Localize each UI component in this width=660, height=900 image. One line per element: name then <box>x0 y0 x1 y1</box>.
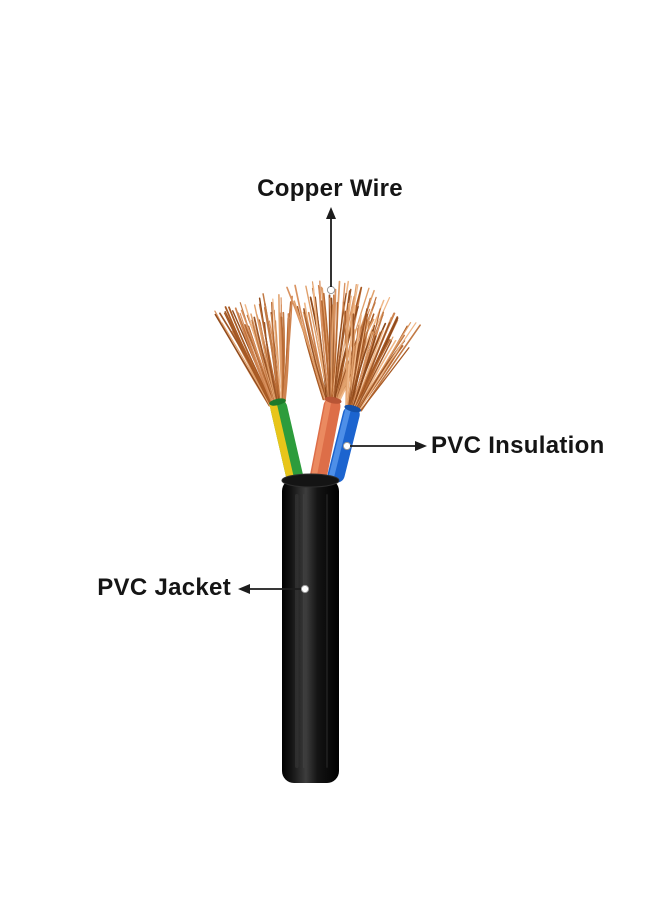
pvc-jacket-label: PVC Jacket <box>97 574 231 601</box>
callout-pvc-insulation-arrow <box>342 441 427 451</box>
copper-strands <box>214 280 421 412</box>
pvc-insulation-label: PVC Insulation <box>431 432 605 459</box>
callout-copper-wire-arrow <box>326 207 336 295</box>
wire-green-yellow-insulation <box>269 398 304 486</box>
cable-jacket <box>281 473 340 783</box>
wire-orange-insulation <box>310 396 342 483</box>
copper-wire-label: Copper Wire <box>257 175 403 202</box>
callout-pvc-jacket-arrow <box>238 584 310 594</box>
